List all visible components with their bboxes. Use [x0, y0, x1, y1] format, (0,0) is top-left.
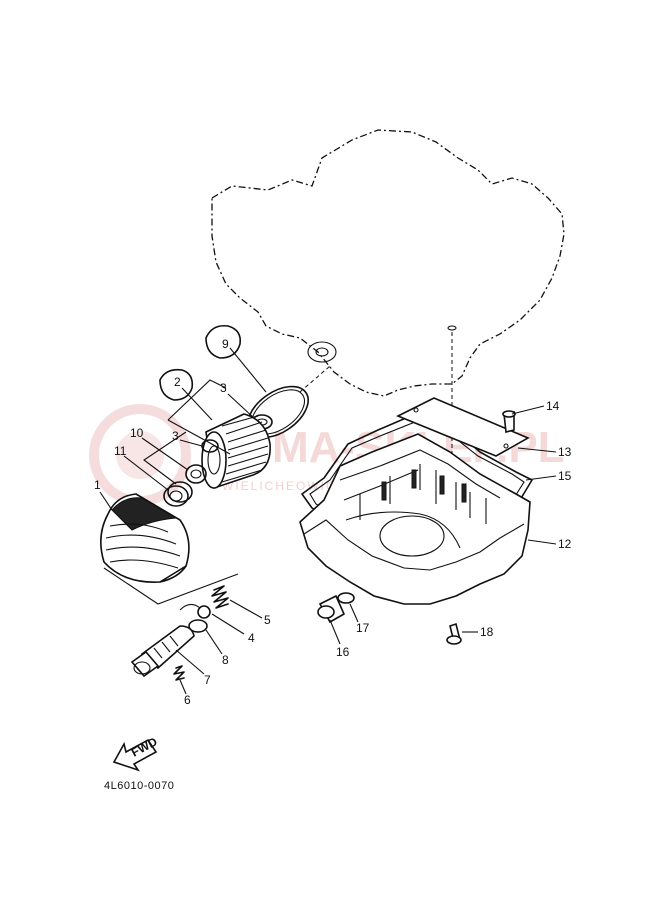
- part-5-spring: [211, 585, 229, 609]
- callout-4: 4: [248, 631, 255, 645]
- callout-18: 18: [480, 625, 494, 639]
- callout-17: 17: [356, 621, 370, 635]
- part-4-ball: [197, 605, 211, 619]
- callout-15: 15: [558, 469, 572, 483]
- callout-2: 2: [174, 375, 181, 389]
- callout-13: 13: [558, 445, 572, 459]
- callout-1: 1: [94, 478, 101, 492]
- callout-10: 10: [130, 426, 144, 440]
- part-10-washer: [185, 464, 207, 484]
- part-16-drain-bolt: [317, 594, 346, 624]
- group-bracket-lines: [103, 379, 239, 605]
- part-12-oil-pan: [299, 433, 531, 605]
- filter-axis-line: [299, 365, 331, 393]
- part-13-baffle-plate: [396, 397, 530, 457]
- callout-5: 5: [264, 613, 271, 627]
- leader-lines: [99, 347, 557, 695]
- callout-16: 16: [336, 645, 350, 659]
- callout-3-lower: 3: [172, 429, 179, 443]
- callout-6: 6: [184, 693, 191, 707]
- part-2-plate: [159, 368, 194, 401]
- callout-3-upper: 3: [220, 381, 227, 395]
- callout-11: 11: [114, 444, 127, 458]
- part-17-gasket-washer: [337, 592, 355, 604]
- fwd-arrow-icon: FWD: [112, 734, 160, 772]
- callout-14: 14: [546, 399, 560, 413]
- part-6-spring: [173, 665, 185, 681]
- part-7-union-bolt: [130, 625, 195, 678]
- part-14-screw: [502, 410, 516, 433]
- part-11-ring: [163, 481, 193, 507]
- part-1-filter-housing: [100, 493, 190, 583]
- part-code: 4L6010-0070: [104, 780, 174, 792]
- callout-9: 9: [222, 337, 229, 351]
- callout-7: 7: [204, 673, 211, 687]
- engine-outline: [211, 129, 565, 397]
- callout-8: 8: [222, 653, 229, 667]
- callout-labels: 1 2 3 3 4 5 6 7 8 9 10 11 12 13 14 15 16…: [94, 337, 572, 707]
- part-8-o-ring: [179, 603, 208, 633]
- engine-filter-boss: [307, 341, 337, 363]
- strainer-element: [201, 413, 271, 490]
- part-18-bolt: [446, 622, 462, 645]
- callout-12: 12: [558, 537, 572, 551]
